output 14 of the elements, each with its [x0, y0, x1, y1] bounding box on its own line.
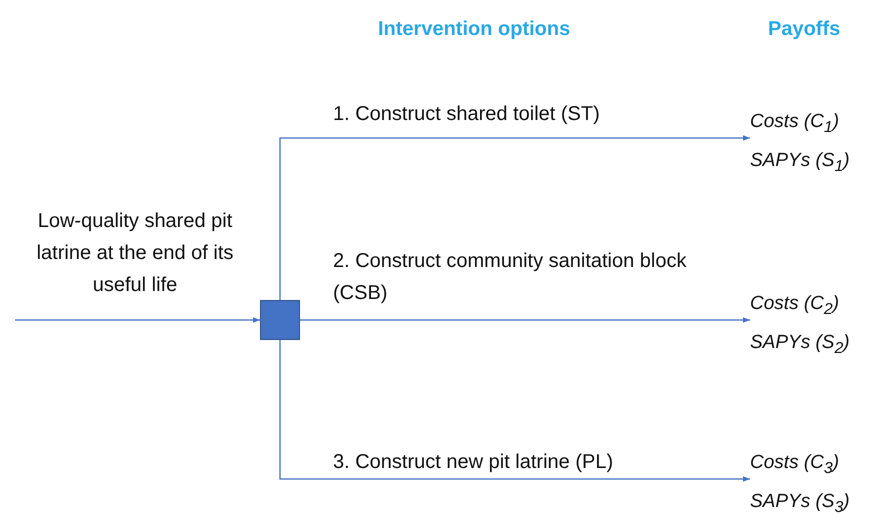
payoff-text: SAPYs (S$_{3}$) — [750, 490, 851, 515]
payoff-text: Costs (C$_{1}$) — [750, 110, 840, 138]
payoff-text: SAPYs (S$_{2}$) — [750, 330, 851, 359]
arrow — [300, 317, 750, 323]
payoff-text: Costs (C$_{3}$) — [750, 451, 840, 479]
arrow — [15, 317, 260, 323]
arrow — [279, 135, 750, 300]
decision-node — [260, 300, 300, 340]
column-heading: Intervention options — [378, 18, 570, 41]
payoff-text: SAPYs (S$_{1}$) — [750, 148, 851, 177]
column-heading: Payoffs — [768, 18, 840, 41]
payoff-text: Costs (C$_{2}$) — [750, 292, 840, 320]
arrow — [279, 340, 750, 482]
edge-label: Low-quality shared pit latrine at the end of its useful life — [36, 209, 234, 298]
